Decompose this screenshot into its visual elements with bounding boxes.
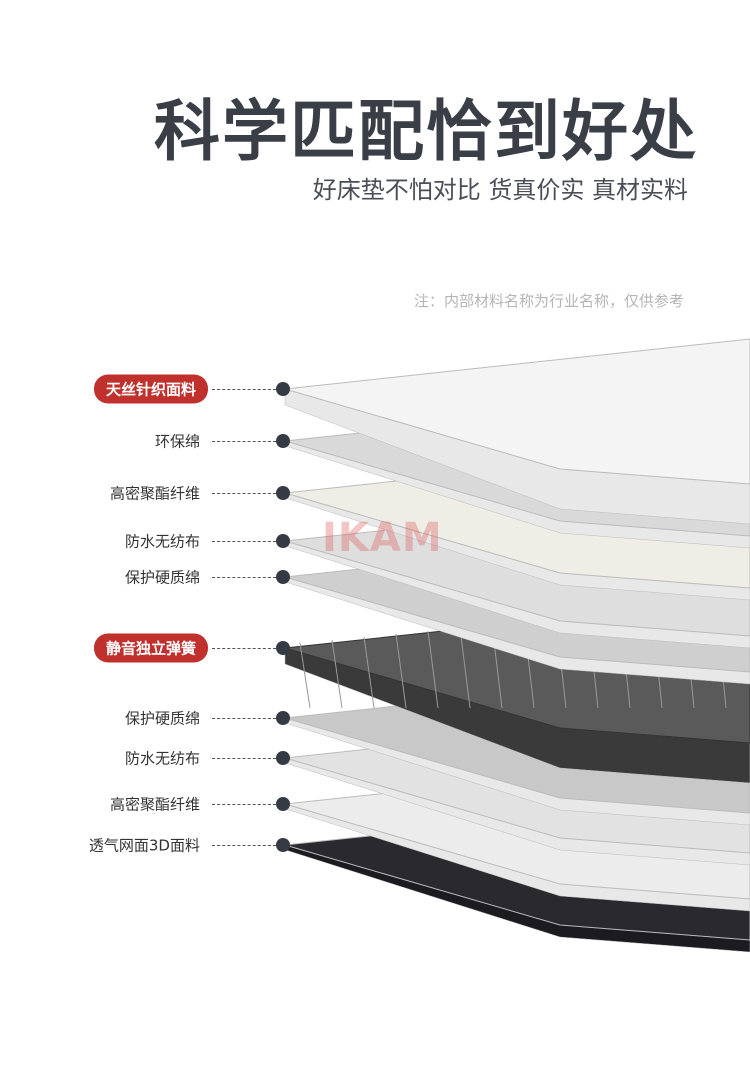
spring-coil bbox=[459, 627, 471, 709]
layer-marker-dot bbox=[276, 641, 290, 655]
layer-label: 高密聚酯纤维 bbox=[109, 484, 200, 503]
layer-label: 防水无纺布 bbox=[124, 532, 200, 551]
layer-marker-dot bbox=[276, 797, 290, 811]
layer-marker-dot bbox=[276, 486, 290, 500]
layer-surface bbox=[284, 338, 750, 485]
layer-label: 保护硬质绵 bbox=[124, 709, 200, 728]
leader-line bbox=[212, 441, 276, 442]
disclaimer-note: 注：内部材料名称为行业名称，仅供参考 bbox=[413, 292, 684, 310]
layer-marker-dot bbox=[276, 751, 290, 765]
layer-marker-dot bbox=[276, 382, 290, 396]
layer-label: 天丝针织面料 bbox=[93, 374, 208, 404]
leader-line bbox=[212, 648, 276, 649]
layer-label: 透气网面3D面料 bbox=[88, 836, 200, 855]
watermark-logo: IKAM bbox=[322, 515, 443, 561]
spring-coil bbox=[363, 636, 375, 709]
spring-coil bbox=[395, 633, 407, 709]
layer-marker-dot bbox=[276, 534, 290, 548]
page-title: 科学匹配恰到好处 bbox=[154, 93, 698, 170]
layer-label: 保护硬质绵 bbox=[124, 568, 200, 587]
leader-line bbox=[212, 577, 276, 578]
leader-line bbox=[212, 845, 276, 846]
leader-line bbox=[212, 389, 276, 390]
spring-coil bbox=[427, 630, 439, 709]
layer-label: 静音独立弹簧 bbox=[93, 633, 208, 663]
layer-label: 高密聚酯纤维 bbox=[109, 795, 200, 814]
page-subtitle: 好床垫不怕对比 货真价实 真材实料 bbox=[312, 176, 688, 204]
leader-line bbox=[212, 804, 276, 805]
layer-marker-dot bbox=[276, 838, 290, 852]
layer-label: 环保绵 bbox=[154, 432, 200, 451]
spring-coil bbox=[331, 639, 343, 709]
mattress-layer bbox=[284, 338, 750, 525]
layer-marker-dot bbox=[276, 434, 290, 448]
leader-line bbox=[212, 493, 276, 494]
layer-marker-dot bbox=[276, 570, 290, 584]
spring-coil bbox=[299, 642, 311, 709]
leader-line bbox=[212, 718, 276, 719]
layer-marker-dot bbox=[276, 711, 290, 725]
layer-label: 防水无纺布 bbox=[124, 749, 200, 768]
leader-line bbox=[212, 541, 276, 542]
leader-line bbox=[212, 758, 276, 759]
